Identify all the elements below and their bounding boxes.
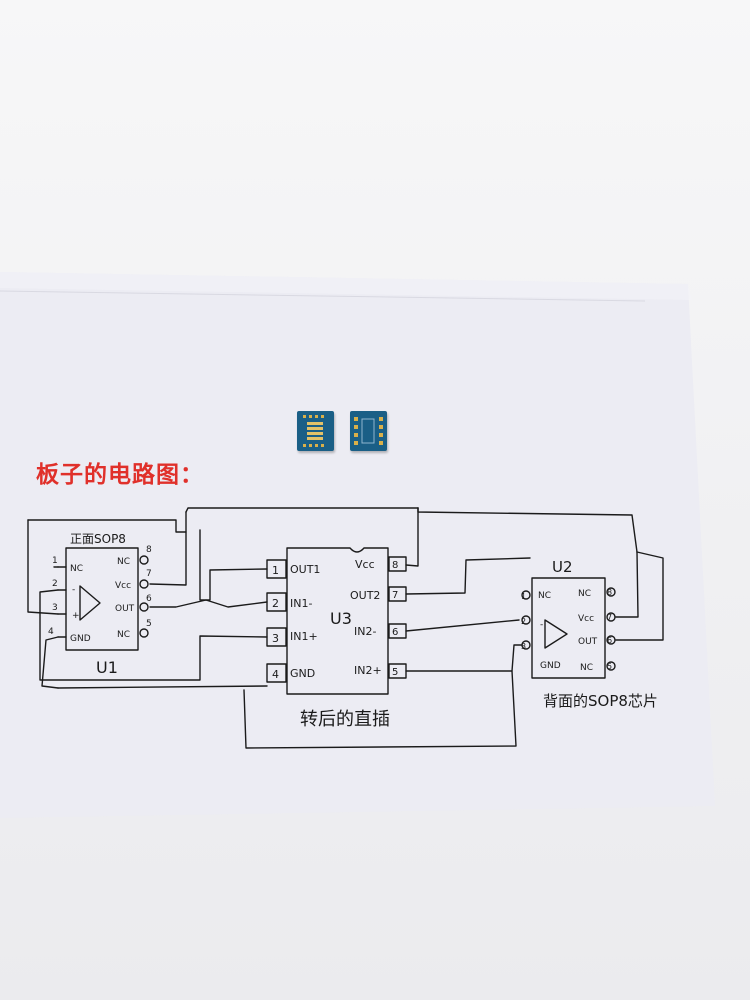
caption-text: 板子的电路图： (36, 462, 204, 488)
u3-pin6-label: IN2- (354, 625, 376, 638)
u3-pin7-label: OUT2 (350, 589, 380, 602)
u2-pin6-label: OUT (578, 637, 598, 647)
u2-pin2-label: - (540, 620, 543, 630)
u2-pin1-label: NC (538, 591, 551, 601)
u1-pin4-label: GND (70, 634, 91, 644)
u3-pin5-label: IN2+ (354, 664, 382, 677)
u2-pin7-label: Vcc (578, 614, 594, 624)
sop8-board-back (350, 411, 387, 451)
u2-pin1-num: 1 (521, 592, 526, 601)
u1-pin6-label: OUT (115, 604, 135, 614)
u2-pin5-num: 5 (607, 662, 612, 671)
u2-pin5-label: NC (580, 663, 593, 673)
u3-pin3-label: IN1+ (290, 630, 318, 643)
u2-name: U2 (552, 558, 573, 576)
u3-pin4-num: 4 (272, 668, 279, 681)
u1-title: 正面SOP8 (70, 532, 126, 546)
u3-pin6-num: 6 (392, 627, 398, 638)
u2-pin8-num: 8 (607, 588, 612, 597)
u3-caption: 转后的直插 (300, 709, 390, 730)
u2-pin3-label: GND (540, 661, 561, 671)
u3-pin2-label: IN1- (290, 597, 312, 610)
u1-pin2-label: - (72, 585, 75, 595)
u3-pin8-label: Vcc (355, 558, 375, 571)
u1-pin5-label: NC (117, 630, 130, 640)
u3-pin1-label: OUT1 (290, 563, 320, 576)
u1-name: U1 (96, 658, 118, 677)
u1-pin5-num: 5 (146, 619, 152, 629)
u1-pin4-num: 4 (48, 627, 54, 637)
u3-pin4-label: GND (290, 667, 315, 680)
u3-pin3-num: 3 (272, 632, 279, 645)
u3-pin1-num: 1 (272, 564, 279, 577)
u2-pin7-num: 7 (607, 613, 612, 622)
u2-pin8-label: NC (578, 589, 591, 599)
u2-pin6-num: 6 (607, 636, 612, 645)
u1-pin3-num: 3 (52, 603, 58, 613)
u1-pin3-label: + (72, 611, 80, 621)
u1-pin7-num: 7 (146, 569, 152, 579)
u3-pin2-num: 2 (272, 597, 279, 610)
u3-pin8-num: 8 (392, 560, 398, 571)
u3-name: U3 (330, 609, 352, 628)
sop8-board-front (297, 411, 334, 451)
u2-pin3-num: 3 (521, 642, 526, 651)
circuit-wires (27, 507, 664, 749)
chip-u2 (521, 577, 616, 679)
u3-pin7-num: 7 (392, 590, 398, 601)
u1-pin6-num: 6 (146, 594, 152, 604)
u1-pin2-num: 2 (52, 579, 58, 589)
chip-u1 (57, 547, 149, 651)
u2-pin2-num: 2 (521, 617, 526, 626)
u1-pin8-num: 8 (146, 545, 152, 555)
u3-pin5-num: 5 (392, 667, 398, 678)
u1-pin1-label: NC (70, 564, 83, 574)
u1-pin1-num: 1 (52, 556, 58, 566)
u1-pin8-label: NC (117, 557, 130, 567)
u2-caption: 背面的SOP8芯片 (543, 692, 658, 710)
u1-pin7-label: Vcc (115, 581, 131, 591)
